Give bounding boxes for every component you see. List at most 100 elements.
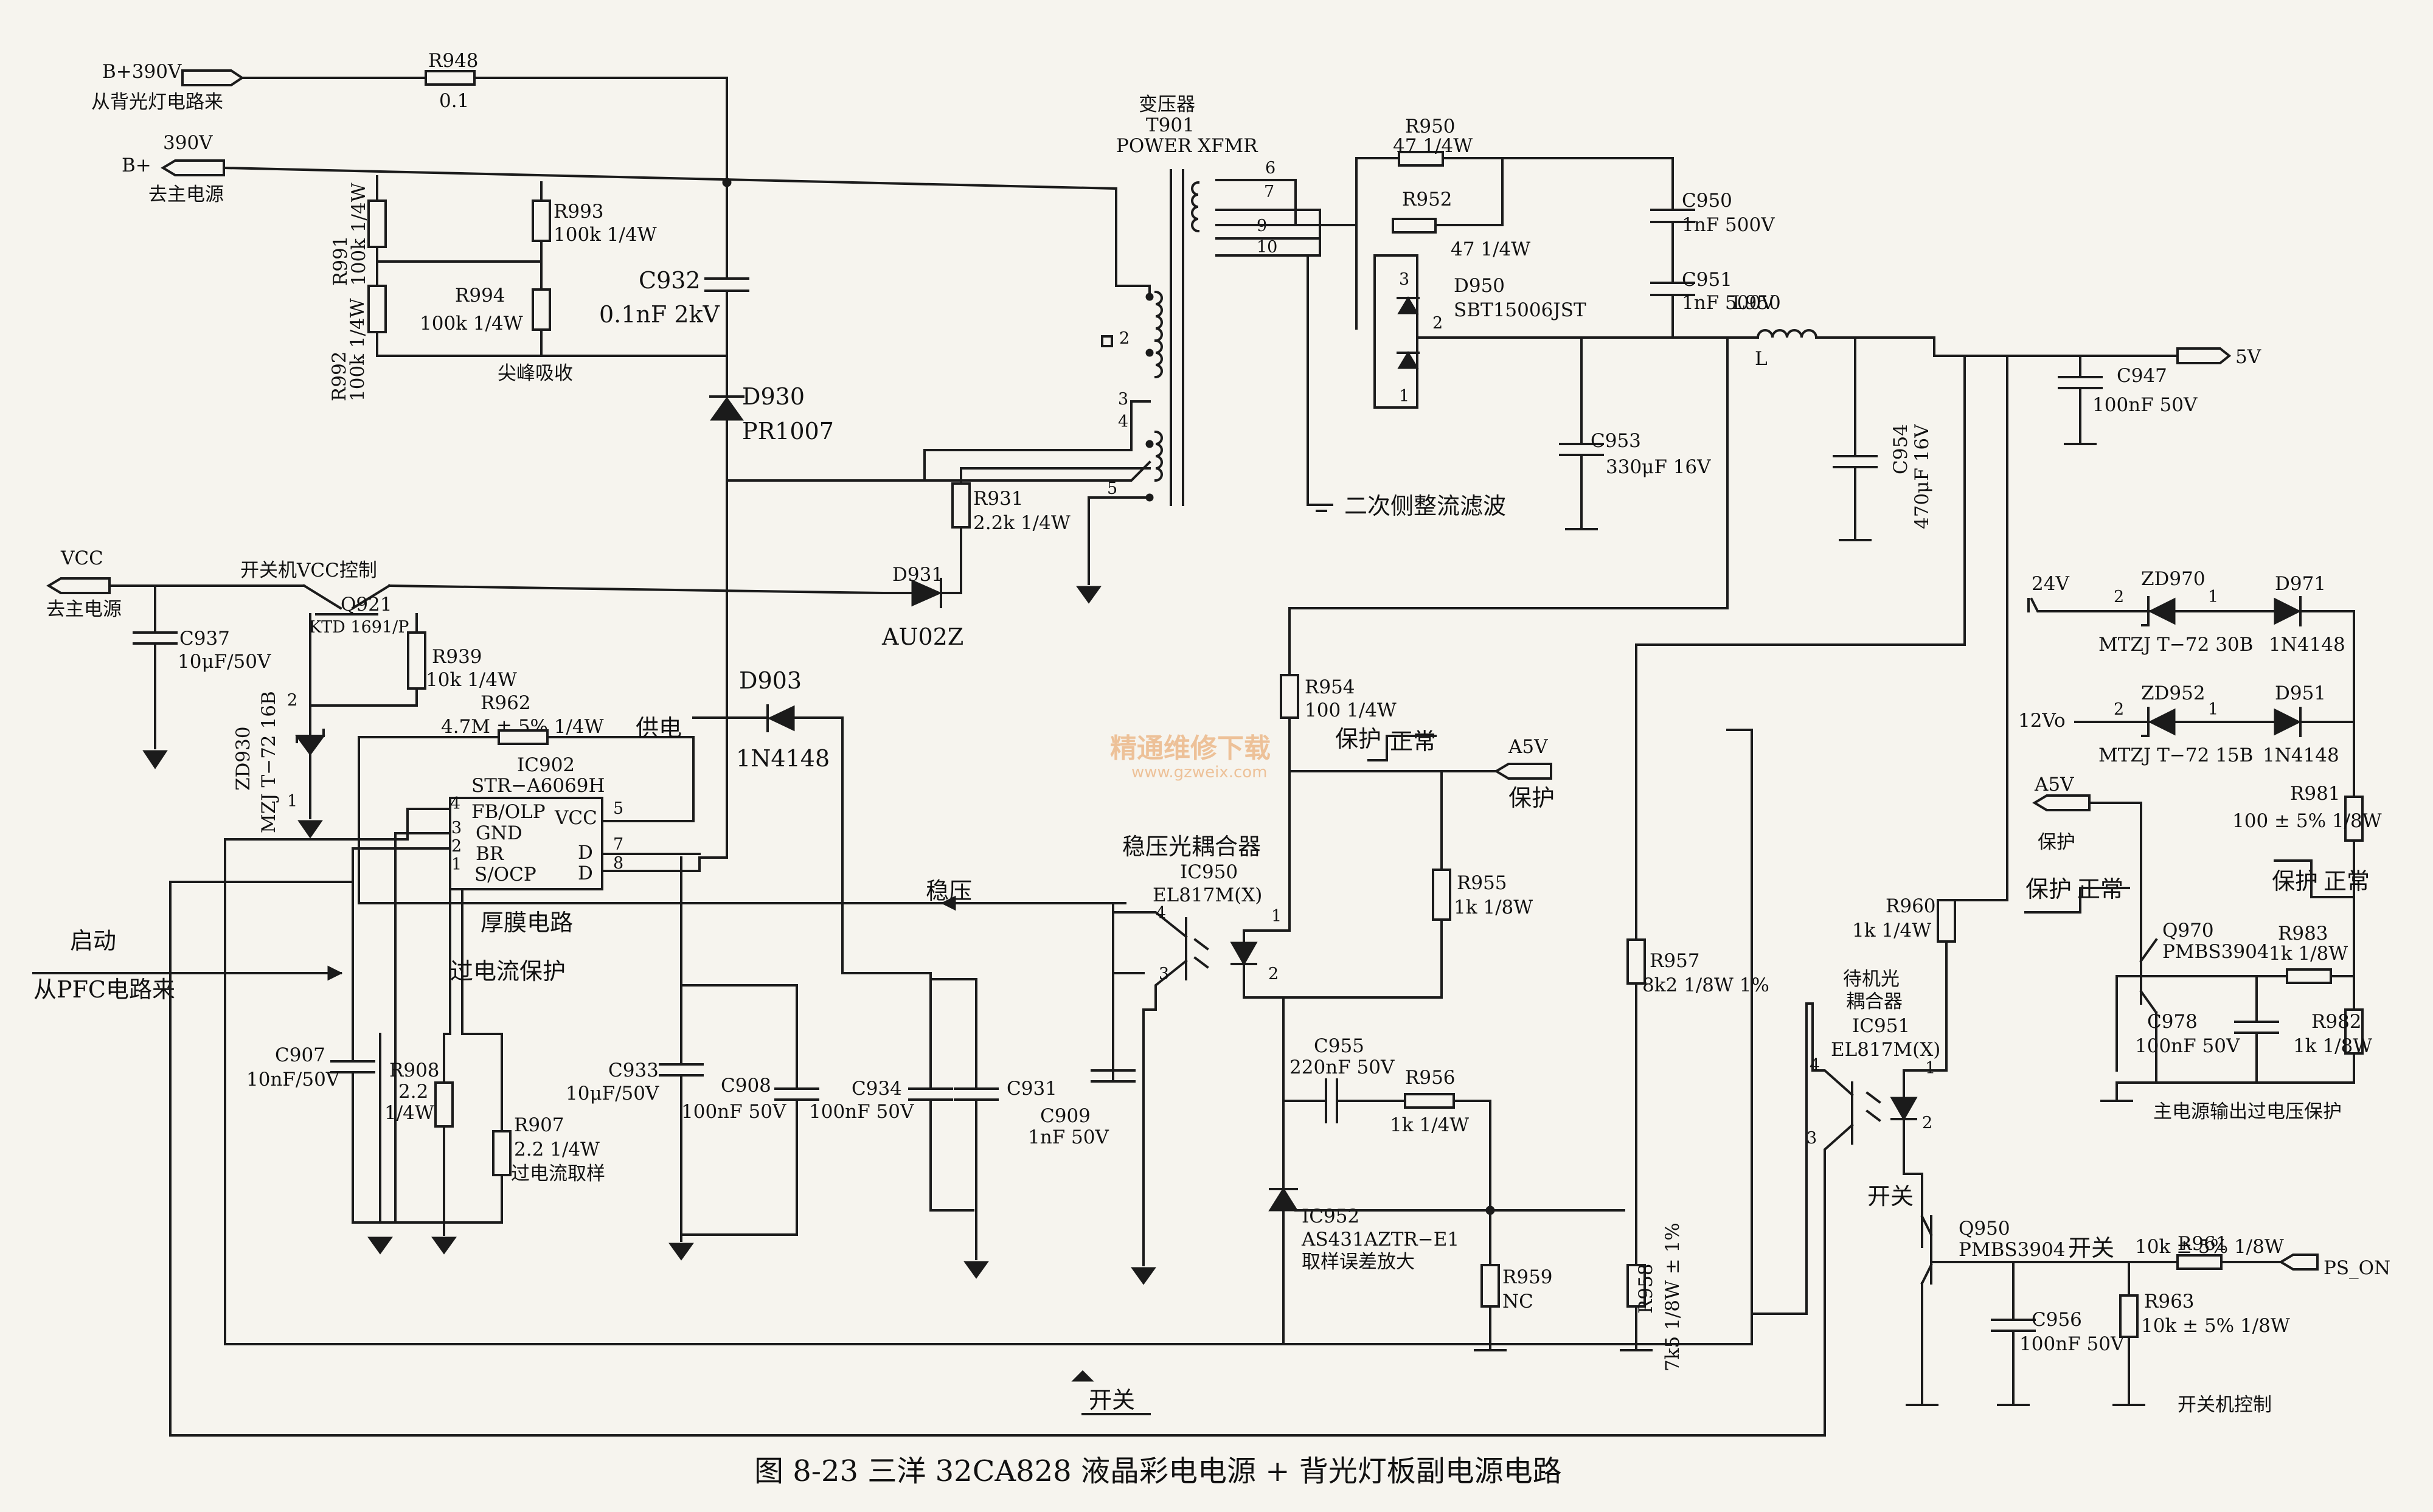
svg-text:10μF/50V: 10μF/50V [566, 1083, 659, 1105]
svg-text:POWER XFMR: POWER XFMR [1116, 135, 1258, 157]
normal-label-3: 正常 [2324, 868, 2370, 895]
svg-text:1: 1 [1399, 387, 1409, 406]
svg-text:PMBS3904: PMBS3904 [2162, 941, 2269, 963]
svg-text:8k2 1/8W 1%: 8k2 1/8W 1% [1642, 974, 1769, 996]
svg-text:B+: B+ [122, 154, 151, 176]
svg-text:C933: C933 [608, 1059, 659, 1081]
port-a5v-1: A5V 保护 [1494, 736, 1555, 811]
svg-text:100k 1/4W: 100k 1/4W [348, 182, 370, 286]
ocp-label: 过电流保护 [450, 958, 566, 985]
svg-text:R931: R931 [973, 488, 1024, 510]
svg-text:从PFC电路来: 从PFC电路来 [33, 976, 175, 1003]
svg-text:R908: R908 [389, 1059, 440, 1081]
port-b390-label: B+390V [102, 61, 182, 83]
svg-text:R950: R950 [1405, 116, 1456, 137]
svg-text:10: 10 [1257, 238, 1277, 257]
svg-text:D951: D951 [2275, 682, 2326, 704]
svg-text:2.2: 2.2 [398, 1081, 428, 1103]
svg-text:12Vo: 12Vo [2018, 710, 2066, 732]
svg-text:2: 2 [1432, 314, 1443, 333]
svg-text:100nF 50V: 100nF 50V [2092, 394, 2198, 416]
svg-text:1k 1/8W: 1k 1/8W [2269, 943, 2348, 965]
svg-text:2: 2 [2114, 588, 2124, 606]
svg-text:2.2 1/4W: 2.2 1/4W [514, 1139, 600, 1160]
svg-text:D: D [578, 842, 593, 864]
resistor-r991 [367, 199, 387, 248]
svg-text:C953: C953 [1591, 430, 1641, 452]
svg-text:100nF 50V: 100nF 50V [2019, 1333, 2125, 1355]
resistor-r992 [367, 285, 387, 333]
svg-text:2: 2 [2114, 700, 2124, 719]
watermark-url: www.gzweix.com [1131, 763, 1268, 782]
svg-text:过电流取样: 过电流取样 [511, 1163, 605, 1185]
supply-label: 供电 [636, 715, 682, 741]
svg-text:L: L [1755, 348, 1768, 370]
svg-text:4: 4 [1118, 412, 1128, 431]
resistor-r948: R948 0.1 [425, 50, 479, 112]
svg-text:R939: R939 [432, 646, 482, 668]
resistor-r952 [1392, 218, 1437, 234]
svg-text:C950: C950 [1682, 190, 1732, 212]
svg-text:IC950: IC950 [1180, 861, 1238, 883]
svg-text:330μF 16V: 330μF 16V [1606, 456, 1711, 478]
svg-text:C951: C951 [1682, 269, 1732, 291]
port-b390-note: 从背光灯电路来 [91, 91, 223, 113]
svg-text:10nF/50V: 10nF/50V [246, 1069, 340, 1091]
svg-text:390V: 390V [163, 132, 213, 154]
secondary-label: 二次侧整流滤波 [1344, 493, 1506, 519]
diode-d950: 3 1 2 D950 SBT15006JST [1373, 254, 1586, 409]
protect-label-1: 保护 [1335, 726, 1381, 752]
svg-text:D903: D903 [739, 667, 802, 694]
svg-text:D931: D931 [892, 564, 943, 586]
svg-text:稳压光耦合器: 稳压光耦合器 [1122, 833, 1261, 860]
svg-text:C908: C908 [721, 1075, 771, 1097]
svg-text:470μF 16V: 470μF 16V [1911, 424, 1933, 529]
svg-text:R957: R957 [1650, 950, 1700, 972]
transistor-q921: Q921 KTD 1691/P [302, 584, 409, 637]
svg-text:10k ± 5% 1/8W: 10k ± 5% 1/8W [2141, 1315, 2290, 1337]
zener-zd952: ZD952 MTZJ T−72 15B 2 1 [2098, 682, 2253, 766]
svg-text:100 1/4W: 100 1/4W [1305, 699, 1397, 721]
svg-text:厚膜电路: 厚膜电路 [481, 909, 573, 936]
svg-text:220nF 50V: 220nF 50V [1289, 1056, 1395, 1078]
svg-text:ZD970: ZD970 [2141, 568, 2206, 590]
svg-text:R955: R955 [1457, 872, 1507, 894]
svg-text:EL817M(X): EL817M(X) [1831, 1039, 1940, 1061]
resistor-r939 [407, 631, 426, 690]
svg-text:去主电源: 去主电源 [46, 598, 122, 620]
svg-text:D: D [578, 862, 593, 884]
svg-text:L950: L950 [1732, 292, 1781, 314]
svg-text:R994: R994 [455, 285, 505, 307]
svg-text:Q921: Q921 [341, 594, 392, 616]
svg-text:SBT15006JST: SBT15006JST [1454, 299, 1586, 321]
svg-text:R948: R948 [428, 50, 479, 72]
svg-text:4: 4 [450, 794, 460, 813]
svg-text:启动: 启动 [70, 928, 116, 954]
svg-text:1: 1 [1271, 907, 1282, 926]
regulator-ic952: IC952 AS431AZTR−E1 取样误差放大 [1268, 1187, 1459, 1273]
resistor-r908 [434, 1081, 454, 1128]
resistor-r960 [1937, 899, 1956, 943]
svg-text:AS431AZTR−E1: AS431AZTR−E1 [1301, 1229, 1459, 1250]
svg-text:3: 3 [1159, 965, 1169, 983]
svg-text:Q970: Q970 [2162, 920, 2214, 942]
svg-text:100nF 50V: 100nF 50V [2135, 1035, 2240, 1057]
svg-text:0.1: 0.1 [439, 90, 469, 112]
svg-text:T901: T901 [1146, 114, 1195, 136]
svg-text:A5V: A5V [2034, 774, 2074, 796]
svg-text:3: 3 [1807, 1129, 1817, 1148]
svg-text:2: 2 [1268, 965, 1279, 983]
svg-text:D971: D971 [2275, 573, 2326, 595]
svg-text:R993: R993 [554, 201, 604, 223]
svg-text:MTZJ T−72 15B: MTZJ T−72 15B [2098, 744, 2253, 766]
onoff-label-1: 开关 [1867, 1183, 1914, 1210]
diode-d903: D903 1N4148 [736, 667, 830, 772]
svg-text:C937: C937 [179, 628, 230, 650]
svg-text:C909: C909 [1040, 1105, 1091, 1127]
svg-text:R960: R960 [1886, 895, 1936, 917]
svg-text:10k ± 5% 1/8W: 10k ± 5% 1/8W [2135, 1236, 2284, 1258]
svg-text:100k 1/4W: 100k 1/4W [554, 224, 657, 246]
onoff-label-bottom: 开关 [1089, 1387, 1135, 1413]
resistor-r981 [2344, 796, 2364, 842]
